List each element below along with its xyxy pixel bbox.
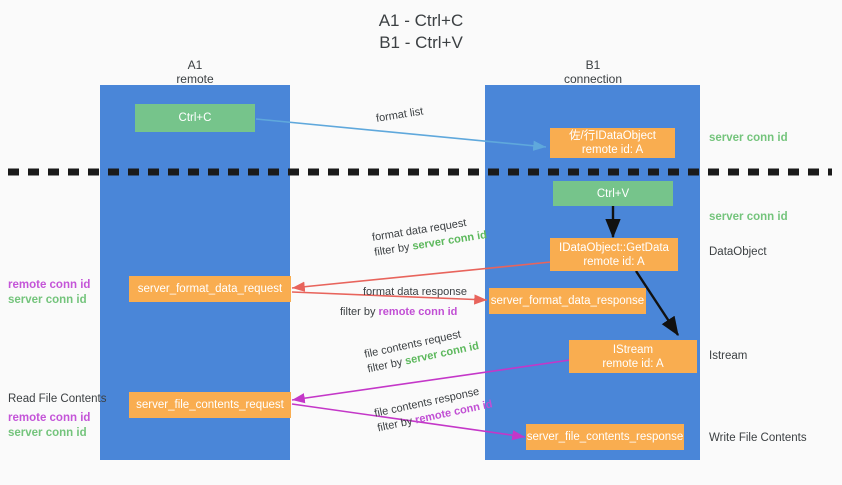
label-format-data-request-filter-prefix: filter by	[373, 241, 411, 259]
right-margin-server-conn-id-top-label: server conn id	[709, 132, 788, 144]
right-margin-server-conn-id-second: server conn id	[709, 210, 788, 225]
lane-a1-name: A1	[187, 58, 203, 72]
lane-header-a1: A1 remote	[120, 58, 270, 86]
title-line-1: A1 - Ctrl+C	[378, 11, 464, 30]
box-ctrl-v[interactable]: Ctrl+V	[553, 181, 673, 206]
box-idataobject-line-2: remote id: A	[581, 144, 644, 156]
right-margin-server-conn-id-top: server conn id	[709, 131, 788, 146]
box-istream[interactable]: IStream remote id: A	[569, 340, 697, 373]
box-server-file-contents-response-label: server_file_contents_response	[526, 431, 684, 443]
lane-b1-sub: connection	[563, 72, 623, 86]
box-idataobject[interactable]: 佐/行IDataObject remote id: A	[550, 128, 675, 158]
right-margin-server-conn-id-second-label: server conn id	[709, 211, 788, 223]
right-margin-write-file-contents-label: Write File Contents	[709, 432, 807, 444]
box-server-file-contents-response[interactable]: server_file_contents_response	[526, 424, 684, 450]
left-margin-remote-conn-id-lower: remote conn id	[8, 412, 91, 424]
box-idataobject-getdata-line-1: IDataObject::GetData	[559, 241, 669, 254]
left-margin-ids-upper: remote conn id server conn id	[8, 278, 90, 308]
label-format-data-response-filter-prefix: filter by	[340, 306, 376, 318]
box-server-file-contents-request[interactable]: server_file_contents_request	[129, 392, 291, 418]
lane-header-b1: B1 connection	[518, 58, 668, 86]
diagram-title: A1 - Ctrl+C B1 - Ctrl+V	[0, 10, 842, 54]
box-idataobject-getdata[interactable]: IDataObject::GetData remote id: A	[550, 238, 678, 271]
lane-b1-name: B1	[585, 58, 601, 72]
box-istream-line-2: remote id: A	[602, 357, 664, 370]
left-margin-remote-conn-id-upper: remote conn id	[8, 279, 91, 291]
lane-a1-sub: remote	[176, 72, 214, 86]
label-format-data-response-line-1: format data response	[363, 286, 467, 298]
title-line-2: B1 - Ctrl+V	[379, 33, 463, 52]
label-format-data-request: format data request filter by server con…	[371, 213, 488, 260]
box-server-format-data-response[interactable]: server_format_data_response	[489, 288, 646, 314]
box-istream-line-1: IStream	[612, 343, 654, 356]
box-ctrl-c-label: Ctrl+C	[178, 112, 212, 124]
label-file-contents-request: file contents request filter by server c…	[363, 324, 480, 377]
label-format-list: format list	[375, 105, 424, 127]
box-server-format-data-request-label: server_format_data_request	[137, 283, 283, 295]
label-format-data-response: format data response filter by remote co…	[340, 285, 467, 320]
box-server-format-data-request[interactable]: server_format_data_request	[129, 276, 291, 302]
left-margin-read-file-contents-label: Read File Contents	[8, 393, 107, 405]
right-margin-write-file-contents: Write File Contents	[709, 431, 807, 446]
label-format-data-response-filter-key: remote conn id	[378, 306, 458, 318]
box-idataobject-line-1: 佐/行IDataObject	[569, 130, 656, 142]
label-format-list-text: format list	[375, 105, 425, 125]
right-margin-istream: Istream	[709, 349, 747, 364]
left-margin-server-conn-id-upper: server conn id	[8, 294, 87, 306]
right-margin-dataobject: DataObject	[709, 245, 767, 260]
label-file-contents-response: file contents response filter by remote …	[373, 383, 494, 437]
left-margin-ids-lower: remote conn id server conn id	[8, 411, 90, 441]
left-margin-read-file-contents: Read File Contents	[8, 392, 106, 407]
box-server-file-contents-request-label: server_file_contents_request	[136, 399, 284, 411]
box-ctrl-c[interactable]: Ctrl+C	[135, 104, 255, 132]
right-margin-istream-label: Istream	[709, 350, 748, 362]
left-margin-server-conn-id-lower: server conn id	[8, 427, 87, 439]
box-idataobject-getdata-line-2: remote id: A	[583, 255, 645, 268]
box-ctrl-v-label: Ctrl+V	[596, 187, 630, 200]
box-server-format-data-response-label: server_format_data_response	[490, 295, 645, 307]
right-margin-dataobject-label: DataObject	[709, 246, 767, 258]
